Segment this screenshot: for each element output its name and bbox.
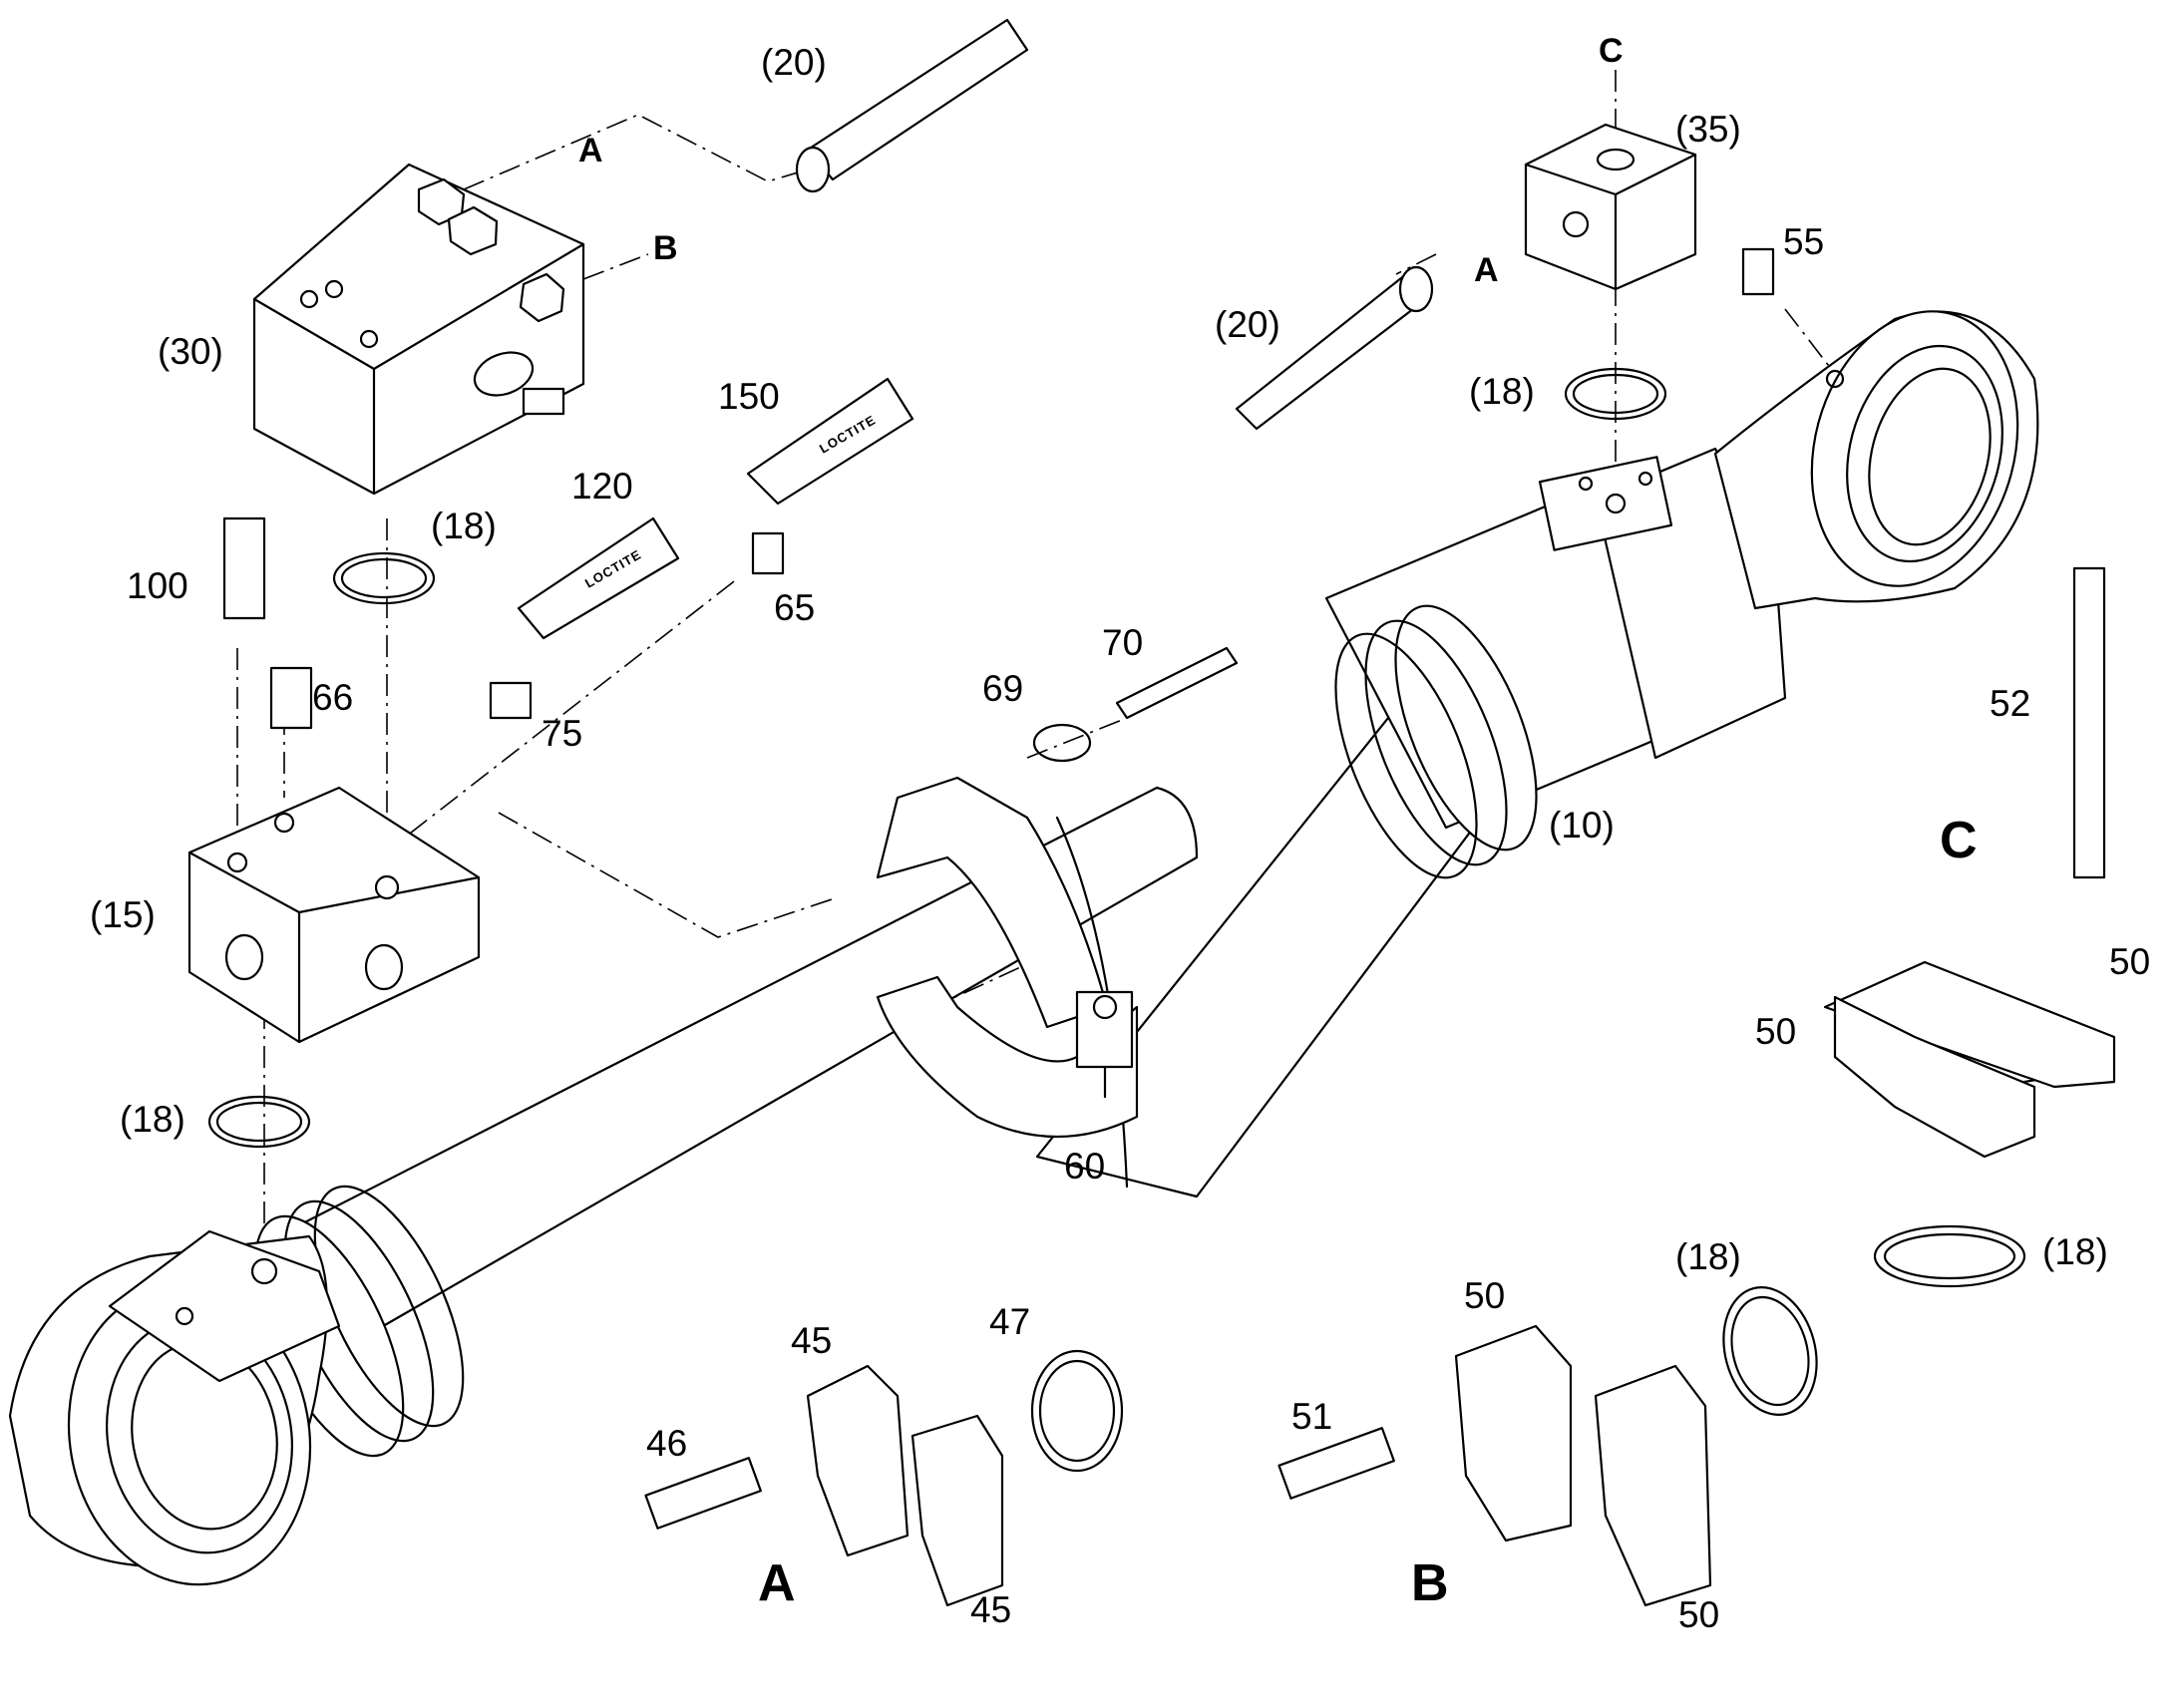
callout-18-view-b: (18)	[1675, 1236, 1741, 1277]
ref-letter-b-valve: B	[653, 229, 678, 267]
callout-60: 60	[1064, 1146, 1105, 1187]
hose-20-right	[1235, 265, 1434, 431]
tubes-loctite: LOCTITE LOCTITE	[517, 377, 914, 640]
valve-30	[252, 163, 585, 496]
callout-30: (30)	[158, 331, 223, 372]
callout-66: 66	[312, 677, 353, 718]
callout-10: (10)	[1549, 805, 1615, 846]
callout-20-top: (20)	[761, 42, 827, 83]
clamp-60	[876, 776, 1139, 1139]
view-letter-c: C	[1940, 812, 1978, 869]
flange-halves	[806, 960, 2116, 1607]
callout-35: (35)	[1675, 109, 1741, 150]
callout-100: 100	[127, 565, 188, 606]
callout-45-top: 45	[791, 1320, 832, 1361]
rod-eye	[1713, 310, 2039, 610]
base-eye	[8, 1229, 341, 1586]
ref-letter-a-block: A	[1474, 251, 1499, 289]
callout-18-upper-valve: (18)	[431, 506, 497, 546]
ref-letter-a-valve: A	[578, 132, 603, 170]
ref-letters: A B A C	[578, 32, 1624, 289]
manifold-15	[187, 786, 481, 1044]
view-letter-b: B	[1411, 1554, 1449, 1612]
hose-20-top	[795, 18, 1029, 193]
callout-150: 150	[718, 376, 780, 417]
callout-20-right: (20)	[1215, 304, 1280, 345]
callout-75: 75	[542, 713, 582, 754]
view-letter-a: A	[758, 1554, 796, 1612]
callout-18-view-c: (18)	[2042, 1231, 2108, 1272]
callout-69: 69	[982, 668, 1023, 709]
callout-50-c-left: 50	[1755, 1011, 1796, 1052]
callout-50-b-bottom: 50	[1678, 1594, 1719, 1635]
callout-50-c-right: 50	[2109, 941, 2150, 982]
callout-18-lower-valve: (18)	[120, 1099, 185, 1140]
callout-50-b-top: 50	[1464, 1275, 1505, 1316]
callout-51: 51	[1291, 1396, 1332, 1437]
ref-letter-c-block: C	[1599, 32, 1624, 70]
callout-70: 70	[1102, 622, 1143, 663]
callout-15: (15)	[90, 894, 156, 935]
block-35	[1524, 123, 1697, 291]
callout-65: 65	[774, 587, 815, 628]
callout-55: 55	[1783, 221, 1824, 262]
o-rings	[207, 367, 2026, 1473]
cylinder-body	[1035, 447, 1787, 1198]
callout-52: 52	[1990, 683, 2030, 724]
callout-120: 120	[571, 466, 633, 507]
callout-18-right-block: (18)	[1469, 371, 1535, 412]
callout-46: 46	[646, 1423, 687, 1464]
view-letters: A B C	[758, 812, 1978, 1612]
callout-47: 47	[989, 1301, 1030, 1342]
fittings	[222, 247, 2106, 1530]
callout-45-bottom: 45	[970, 1589, 1011, 1630]
callouts: (20) (30) (18) 100 66 120 150 65 75 70 6…	[90, 42, 2150, 1635]
